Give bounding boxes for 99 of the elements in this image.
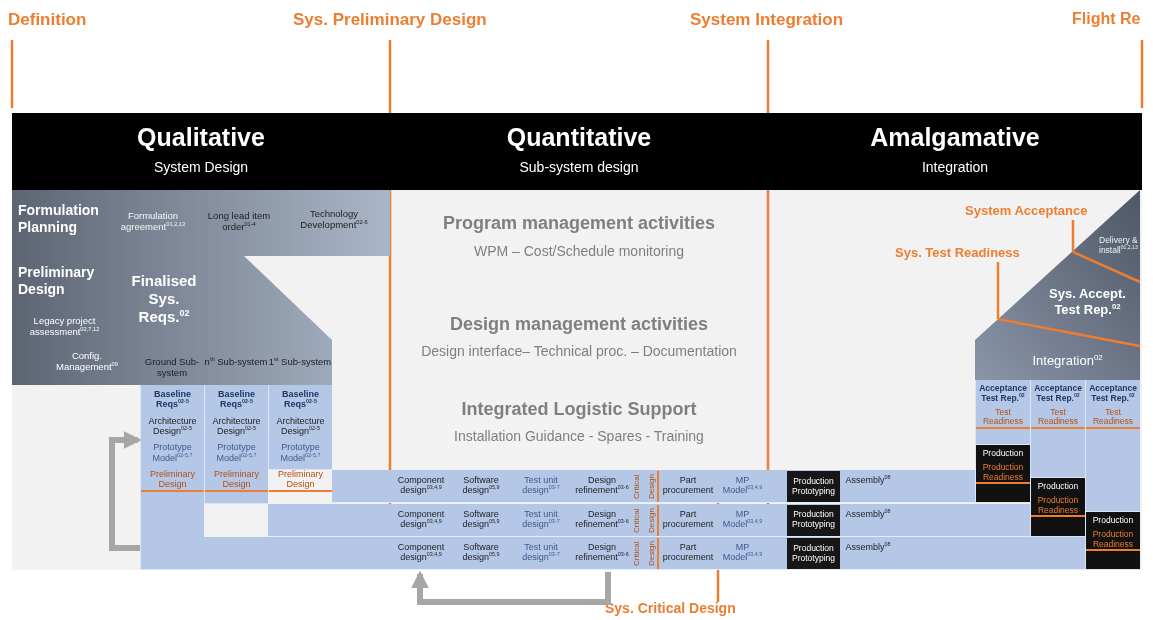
review-label: Production Readiness	[1086, 529, 1140, 552]
review-label: Critical	[630, 473, 642, 501]
sub-system-label: Ground Sub-system	[143, 356, 201, 379]
activity-label: Production	[982, 449, 1024, 459]
review-label: Design	[646, 504, 659, 536]
review-label: Critical	[630, 540, 642, 568]
activity-label: Component design$^{03,4,9}$	[396, 475, 446, 496]
activity-label: Prototype Model$^{02-5,7}$	[279, 442, 322, 464]
activity-label: Test unit design$^{03-7}$	[521, 475, 561, 496]
activity-label: Technology Development$^{02-6}$	[299, 208, 369, 231]
activity-label: Component design$^{03,4,9}$	[396, 508, 446, 530]
review-label: Test Readiness	[1086, 407, 1140, 430]
acceptance-column	[1030, 380, 1085, 478]
activity-label: Assembly$^{08}$	[844, 542, 892, 553]
phase-heading: Formulation Planning	[18, 202, 100, 236]
activity-label: Software design$^{05,9}$	[461, 475, 501, 496]
sub-system-column	[140, 385, 204, 570]
activity-label: Design refinement$^{03-6}$	[574, 542, 630, 563]
activity-label: Architecture Design$^{02-5}$	[211, 415, 262, 437]
milestone-label: System Integration	[690, 10, 844, 30]
requirement-label: Baseline Reqs$^{02-5}$	[217, 389, 256, 410]
review-label: Design	[646, 471, 659, 502]
milestone-label: Definition	[8, 10, 87, 30]
review-label: Design	[646, 538, 659, 569]
activity-label: MP Model$^{03,4,9}$	[721, 542, 764, 563]
leader-line	[996, 262, 1000, 319]
activity-label: Config. Management$^{09}$	[55, 350, 119, 373]
activity-label: Assembly$^{08}$	[844, 475, 892, 486]
phase-header	[768, 113, 1142, 190]
activity-label: MP Model$^{03,4,9}$	[721, 475, 764, 496]
activity-label: Test unit design$^{03-7}$	[521, 508, 561, 530]
phase-title: Amalgamative	[869, 123, 1041, 152]
activity-row	[268, 503, 1030, 537]
activity-label: Production Prototyping	[791, 476, 836, 497]
activity-label: Prototype Model$^{02-5,7}$	[151, 442, 194, 464]
milestone-label: Sys. Preliminary Design	[293, 10, 487, 30]
review-label: Critical	[630, 506, 642, 535]
loop-arrow	[411, 570, 611, 605]
activity-label: Assembly$^{08}$	[844, 508, 892, 519]
activity-label: Prototype Model$^{02-5,7}$	[215, 442, 258, 464]
production-box	[787, 504, 840, 536]
section-heading: Program management activities	[441, 213, 717, 234]
activity-label: Formulation agreement$^{01,2,13}$	[119, 210, 187, 233]
report-label: Acceptance Test Rep.$^{02}$	[1088, 384, 1138, 404]
sub-system-label: 1$^{st}$ Sub-system	[268, 356, 332, 368]
acceptance-column	[975, 380, 1030, 445]
milestone-label: System Acceptance	[965, 203, 1088, 218]
activity-label: Long lead item order$^{01-4}$	[206, 210, 272, 233]
section-heading: Integrated Logistic Support	[460, 399, 698, 420]
phase-subtitle: Sub-system design	[518, 159, 640, 175]
activity-label: Part procurement	[661, 508, 715, 530]
section-text: Design interface– Technical proc. – Documentation	[420, 343, 738, 359]
leader-line	[1071, 220, 1075, 252]
production-box	[1085, 512, 1140, 570]
report-label: Acceptance Test Rep.$^{02}$	[978, 384, 1028, 404]
activity-label: Architecture Design$^{02-5}$	[147, 415, 198, 437]
sub-system-label: n$^{th}$ Sub-system	[204, 356, 268, 368]
report-label: Sys. Accept. Test Rep.$^{02}$	[1048, 286, 1127, 318]
activity-label: Delivery & install$^{01,2,13}$	[1099, 235, 1139, 256]
phase-title: Qualitative	[136, 123, 266, 152]
phase-subtitle: Integration	[920, 159, 990, 175]
design-panel	[12, 190, 390, 385]
production-box	[975, 445, 1030, 503]
phase-title: Quantitative	[505, 123, 653, 152]
activity-row	[204, 537, 1085, 570]
requirement-label: Baseline Reqs$^{02-5}$	[153, 389, 192, 410]
activity-row	[332, 470, 975, 503]
activity-label: Architecture Design$^{02-5}$	[275, 415, 326, 437]
activity-label: Production	[1092, 516, 1134, 526]
review-label: Preliminary Design	[205, 469, 268, 492]
activity-label: Software design$^{05,9}$	[461, 542, 501, 563]
section-text: Installation Guidance - Spares - Training	[453, 428, 705, 444]
deliverable-label: Finalised Sys. Reqs.$^{02}$	[130, 272, 198, 326]
report-label: Acceptance Test Rep.$^{02}$	[1033, 384, 1083, 404]
activity-label: Design refinement$^{03-6}$	[574, 508, 630, 530]
activity-label: Part procurement	[661, 475, 715, 496]
activity-label: MP Model$^{03,4,9}$	[721, 508, 764, 530]
sub-system-column	[204, 385, 268, 504]
phase-heading: Preliminary Design	[18, 264, 96, 298]
section-text: WPM – Cost/Schedule monitoring	[472, 243, 686, 259]
loop-arrow	[109, 431, 142, 551]
activity-label: Legacy project assessment$^{02,7,12}$	[28, 315, 101, 338]
activity-label: Production	[1037, 482, 1079, 492]
milestone-label: Sys. Test Readiness	[895, 245, 1020, 260]
requirement-label: Baseline Reqs$^{02-5}$	[281, 389, 320, 410]
phase-subtitle: System Design	[152, 159, 250, 175]
activity-label: Production Prototyping	[791, 543, 836, 564]
activity-label: Test unit design$^{03-7}$	[521, 542, 561, 563]
activity-label: Software design$^{05,9}$	[461, 508, 501, 530]
section-heading: Design management activities	[448, 314, 710, 335]
phase-label: Integration$^{02}$	[1031, 353, 1104, 369]
acceptance-column	[1085, 380, 1140, 512]
milestone-label: Flight Re	[1072, 10, 1141, 28]
activity-label: Component design$^{03,4,9}$	[396, 542, 446, 563]
phase-header	[12, 113, 390, 190]
activity-label: Production Prototyping	[791, 510, 836, 530]
production-box	[1030, 478, 1085, 537]
activity-label: Part procurement	[661, 542, 715, 563]
activity-label: Design refinement$^{03-6}$	[574, 475, 630, 496]
